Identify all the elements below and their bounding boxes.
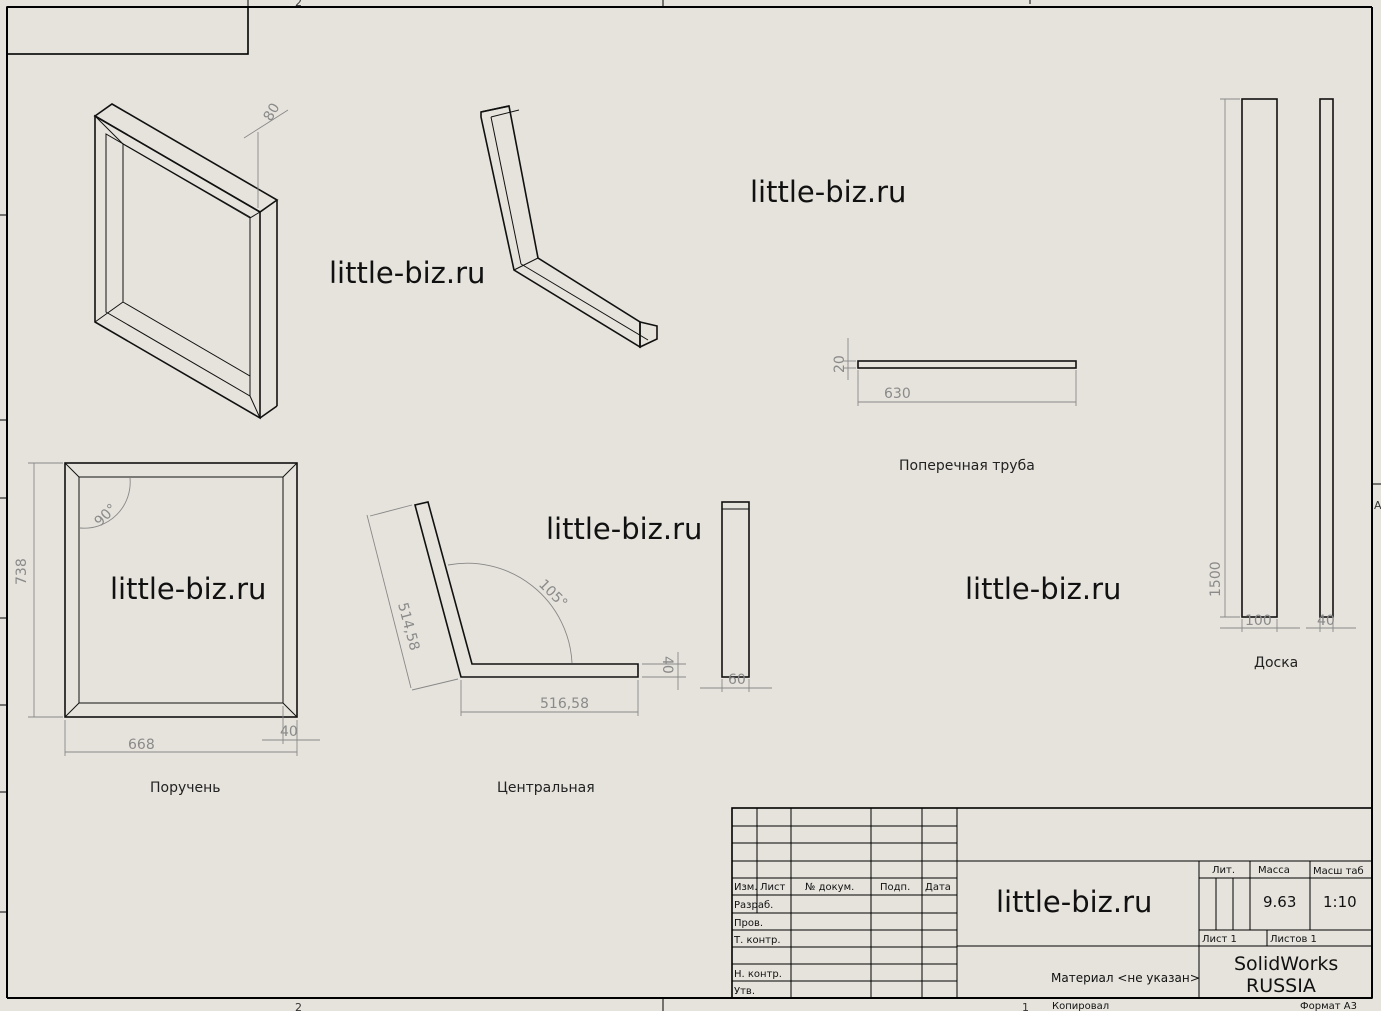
dim-central-side: 60 <box>728 672 746 688</box>
dim-cross-height: 20 <box>832 355 848 373</box>
central-isometric-view <box>480 105 658 349</box>
tb-podp: Подп. <box>880 882 910 893</box>
tb-scale: 1:10 <box>1323 893 1357 911</box>
handrail-isometric-view: 80 <box>93 101 289 420</box>
dim-handrail-width: 668 <box>128 737 155 753</box>
board-side-view: 40 <box>1306 98 1356 632</box>
cross-pipe-view: 630 20 <box>832 338 1077 406</box>
board-front-view: 1500 100 <box>1208 98 1300 632</box>
dim-board-length: 1500 <box>1208 561 1224 597</box>
dim-handrail-iso: 80 <box>261 101 284 124</box>
top-left-box <box>6 6 249 55</box>
dim-handrail-angle: 90° <box>92 501 121 530</box>
tb-nkontr: Н. контр. <box>734 969 782 980</box>
tb-material: Материал <не указан> <box>1051 971 1200 985</box>
tb-company-2: RUSSIA <box>1246 975 1316 997</box>
watermark-1: little-biz.ru <box>750 175 906 209</box>
dim-handrail-height: 738 <box>14 558 30 585</box>
label-cross-pipe: Поперечная труба <box>899 458 1035 474</box>
dim-board-width: 100 <box>1245 613 1272 629</box>
watermark-2: little-biz.ru <box>329 256 485 290</box>
tb-date: Дата <box>925 882 951 893</box>
dim-central-profile: 40 <box>659 656 675 674</box>
tb-mass-label: Масса <box>1258 865 1290 876</box>
tb-mass: 9.63 <box>1263 893 1296 911</box>
tb-sheets: Листов 1 <box>1270 934 1317 945</box>
dim-central-leg: 514,58 <box>394 601 422 652</box>
handrail-front-view: 738 668 40 90° <box>14 462 320 756</box>
tb-utv: Утв. <box>734 986 755 997</box>
zone-mark-bottom-right: 1 <box>1022 1001 1029 1011</box>
dim-handrail-profile: 40 <box>280 724 298 740</box>
dim-board-thick: 40 <box>1317 613 1335 629</box>
dim-central-angle: 105° <box>535 577 570 612</box>
zone-mark-top: 2 <box>295 0 302 9</box>
watermark-3: little-biz.ru <box>546 512 702 546</box>
dim-central-base: 516,58 <box>540 696 589 712</box>
tb-company-1: SolidWorks <box>1234 953 1338 975</box>
label-central: Центральная <box>497 780 595 796</box>
tb-sheet: Лист 1 <box>1202 934 1237 945</box>
label-board: Доска <box>1254 655 1298 671</box>
label-handrail: Поручень <box>150 780 221 796</box>
tb-copied: Копировал <box>1052 1001 1109 1011</box>
tb-list: Лист <box>760 882 786 893</box>
tb-format: Формат А3 <box>1300 1001 1357 1011</box>
tb-lit-label: Лит. <box>1212 865 1235 876</box>
tb-prov: Пров. <box>734 918 763 929</box>
title-block: Изм. Лист № докум. Подп. Дата Разраб. Пр… <box>731 807 1373 1011</box>
watermark-4: little-biz.ru <box>110 572 266 606</box>
zone-mark-right: A <box>1374 499 1381 512</box>
zone-mark-bottom: 2 <box>295 1001 302 1011</box>
tb-izm: Изм. <box>734 882 758 893</box>
tb-watermark: little-biz.ru <box>996 885 1152 919</box>
dim-cross-length: 630 <box>884 386 911 402</box>
tb-scale-label: Масш таб <box>1313 866 1364 877</box>
tb-razrab: Разраб. <box>734 900 773 911</box>
tb-tkontr: Т. контр. <box>733 935 781 946</box>
watermark-5: little-biz.ru <box>965 572 1121 606</box>
central-side-view: 60 <box>700 501 772 692</box>
central-front-view: 514,58 516,58 40 105° <box>366 501 686 716</box>
tb-doc: № докум. <box>805 882 854 893</box>
